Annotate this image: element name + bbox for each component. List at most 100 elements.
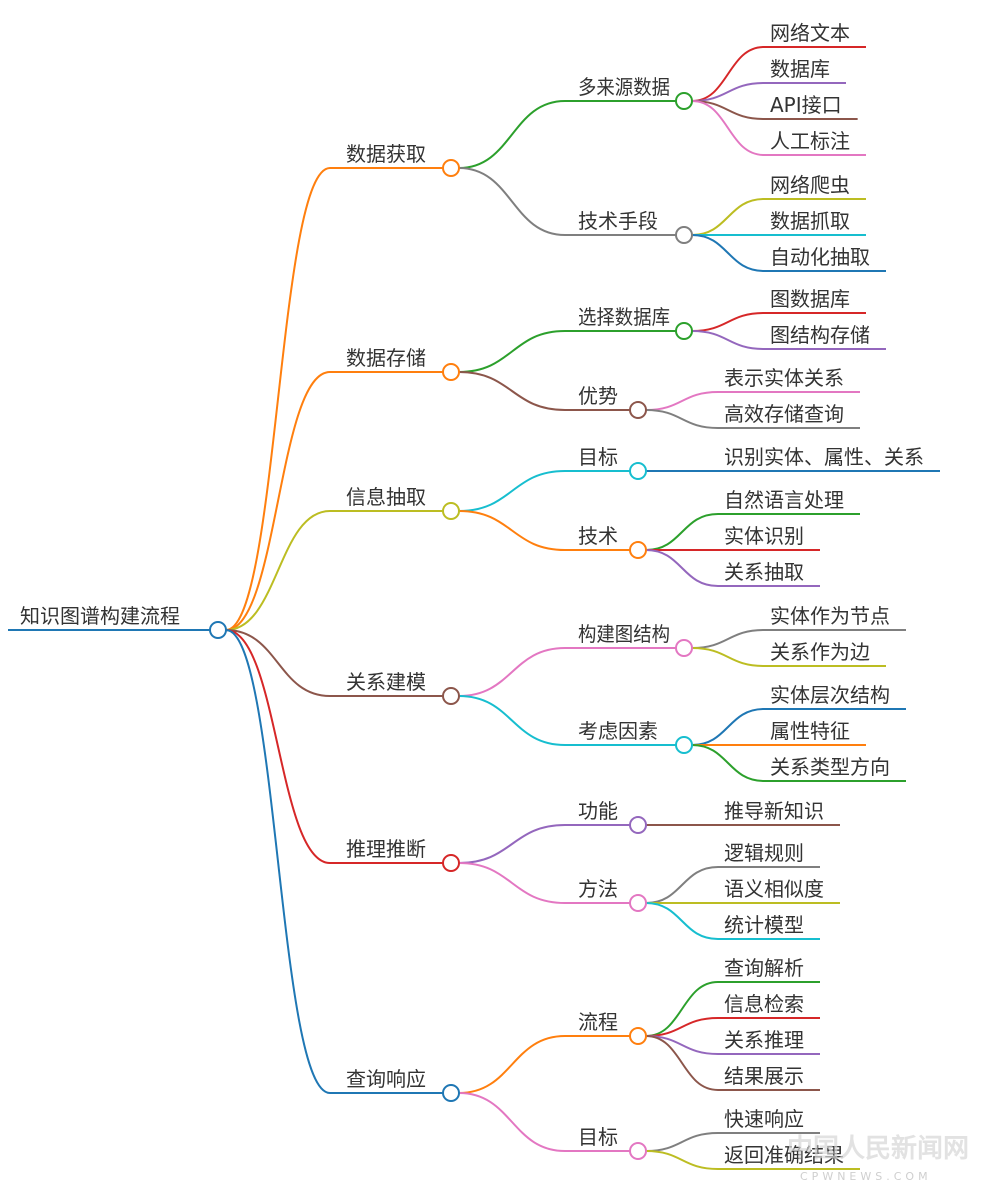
watermark: 中国人民新闻网 CPWNEWS.COM: [787, 1133, 969, 1183]
child-to-leaf-edge: [691, 82, 765, 102]
child-to-leaf-edge: [691, 708, 765, 746]
root-to-branch-edge: [225, 629, 331, 864]
child-node-circle[interactable]: [629, 1142, 647, 1160]
child-label: 技术手段: [578, 209, 658, 233]
root-to-branch-edge: [225, 167, 331, 631]
watermark-text: 中国人民新闻网: [787, 1133, 969, 1164]
child-to-leaf-edge: [691, 330, 765, 350]
child-label: 流程: [578, 1010, 618, 1034]
branch-node-circle[interactable]: [442, 854, 460, 872]
root-to-branch-edge: [225, 510, 331, 631]
branch-to-child-edge: [458, 862, 566, 904]
root-to-branch-edge: [225, 371, 331, 631]
branch-to-child-edge: [458, 510, 566, 551]
branch-to-child-edge: [458, 1035, 566, 1094]
child-to-leaf-edge: [645, 1017, 719, 1037]
watermark-subtext: CPWNEWS.COM: [800, 1170, 932, 1183]
child-to-leaf-edge: [645, 549, 719, 587]
branch-label: 查询响应: [346, 1067, 426, 1091]
leaf-label: 实体作为节点: [770, 604, 890, 628]
leaf-label: 表示实体关系: [724, 366, 844, 390]
child-to-leaf-edge: [645, 1150, 719, 1170]
child-node-circle[interactable]: [629, 1027, 647, 1045]
child-to-leaf-edge: [691, 46, 765, 102]
mindmap-labels: 知识图谱构建流程数据获取多来源数据网络文本数据库API接口人工标注技术手段网络爬…: [20, 21, 924, 1167]
leaf-label: 图结构存储: [770, 323, 870, 347]
leaf-label: 查询解析: [724, 956, 804, 980]
mindmap-edges: [225, 46, 765, 1170]
branch-to-child-edge: [458, 470, 566, 512]
branch-to-child-edge: [458, 824, 566, 864]
child-label: 技术: [578, 524, 618, 548]
branch-to-child-edge: [458, 647, 566, 697]
branch-node-circle[interactable]: [442, 502, 460, 520]
child-to-leaf-edge: [691, 234, 765, 272]
branch-to-child-edge: [458, 695, 566, 746]
branch-node-circle[interactable]: [442, 687, 460, 705]
child-node-circle[interactable]: [675, 736, 693, 754]
mindmap-underlines: [8, 46, 940, 1170]
child-node-circle[interactable]: [675, 322, 693, 340]
child-node-circle[interactable]: [629, 401, 647, 419]
root-node-circle[interactable]: [209, 621, 227, 639]
child-to-leaf-edge: [691, 629, 765, 649]
child-to-leaf-edge: [691, 744, 765, 782]
leaf-label: 高效存储查询: [724, 402, 844, 426]
child-to-leaf-edge: [691, 198, 765, 236]
child-to-leaf-edge: [645, 866, 719, 904]
child-node-circle[interactable]: [629, 541, 647, 559]
child-node-circle[interactable]: [675, 639, 693, 657]
child-label: 功能: [578, 799, 618, 823]
branch-node-circle[interactable]: [442, 363, 460, 381]
leaf-label: 人工标注: [770, 129, 850, 153]
child-label: 构建图结构: [578, 622, 670, 646]
leaf-label: 实体层次结构: [770, 683, 890, 707]
child-label: 目标: [578, 1125, 618, 1149]
leaf-label: 自然语言处理: [724, 488, 844, 512]
child-label: 目标: [578, 445, 618, 469]
child-to-leaf-edge: [645, 1035, 719, 1091]
branch-label: 关系建模: [346, 670, 426, 694]
leaf-label: API接口: [770, 93, 842, 117]
branch-label: 信息抽取: [346, 485, 426, 509]
branch-to-child-edge: [458, 330, 566, 373]
child-node-circle[interactable]: [629, 816, 647, 834]
child-to-leaf-edge: [645, 902, 719, 940]
leaf-label: 统计模型: [724, 913, 804, 937]
root-to-branch-edge: [225, 629, 331, 1094]
child-to-leaf-edge: [691, 647, 765, 667]
leaf-label: 网络爬虫: [770, 173, 850, 197]
child-node-circle[interactable]: [675, 92, 693, 110]
child-to-leaf-edge: [691, 100, 765, 156]
leaf-label: 关系类型方向: [770, 755, 890, 779]
leaf-label: 数据库: [770, 57, 830, 81]
leaf-label: 结果展示: [724, 1064, 804, 1088]
branch-to-child-edge: [458, 371, 566, 411]
leaf-label: 属性特征: [770, 719, 850, 743]
child-node-circle[interactable]: [629, 462, 647, 480]
branch-node-circle[interactable]: [442, 159, 460, 177]
root-to-branch-edge: [225, 629, 331, 697]
branch-label: 推理推断: [346, 837, 426, 861]
child-node-circle[interactable]: [675, 226, 693, 244]
branch-to-child-edge: [458, 1092, 566, 1152]
leaf-label: 关系作为边: [770, 640, 870, 664]
mindmap-nodes: [209, 92, 693, 1160]
branch-label: 数据存储: [346, 346, 426, 370]
branch-to-child-edge: [458, 167, 566, 236]
child-label: 优势: [578, 384, 618, 408]
leaf-label: 实体识别: [724, 524, 804, 548]
branch-node-circle[interactable]: [442, 1084, 460, 1102]
leaf-label: 返回准确结果: [724, 1143, 844, 1167]
leaf-label: 快速响应: [724, 1107, 804, 1131]
child-label: 方法: [578, 877, 618, 901]
leaf-label: 自动化抽取: [770, 245, 870, 269]
child-node-circle[interactable]: [629, 894, 647, 912]
leaf-label: 图数据库: [770, 287, 850, 311]
branch-to-child-edge: [458, 100, 566, 169]
child-to-leaf-edge: [645, 1132, 719, 1152]
child-to-leaf-edge: [645, 513, 719, 551]
child-to-leaf-edge: [645, 981, 719, 1037]
child-to-leaf-edge: [645, 409, 719, 429]
